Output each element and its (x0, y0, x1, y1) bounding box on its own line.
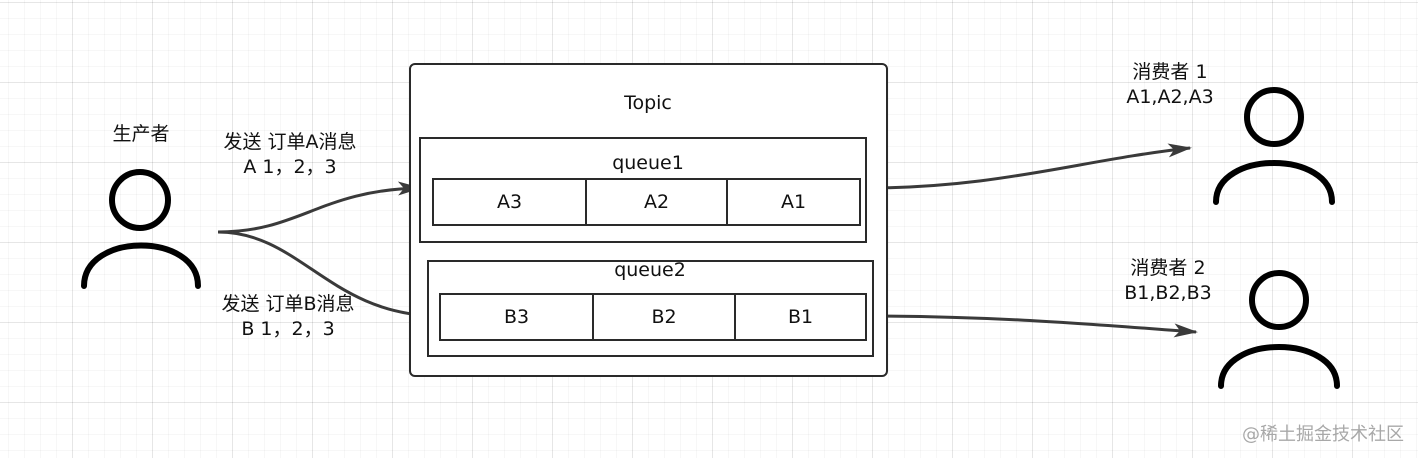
producer-label: 生产者 (112, 123, 170, 145)
consumer2-label: 消费者 2 B1,B2,B3 (1088, 256, 1248, 306)
queue-cell: B1 (734, 295, 865, 339)
send-a-label: 发送 订单A消息 A 1，2，3 (200, 130, 380, 180)
consumer1-label: 消费者 1 A1,A2,A3 (1090, 60, 1250, 110)
send-b-label: 发送 订单B消息 B 1，2，3 (198, 292, 378, 342)
consumer1-messages: A1,A2,A3 (1126, 86, 1214, 108)
arrow-producer-to-queue1 (217, 181, 422, 234)
arrow-queue1-to-consumer1 (865, 143, 1192, 190)
send-a-line2: A 1，2，3 (243, 156, 337, 178)
producer-person-icon (81, 169, 201, 289)
arrow-producer-to-queue2 (217, 230, 440, 323)
queue2-label: queue2 (614, 259, 686, 281)
queue-cell: B2 (592, 295, 734, 339)
consumer2-person-icon (1218, 270, 1340, 389)
consumer1-name: 消费者 1 (1132, 61, 1208, 83)
watermark-text: @稀土掘金技术社区 (1242, 424, 1404, 445)
queue1-label: queue1 (612, 152, 684, 174)
queue1-cells: A3 A2 A1 (432, 178, 861, 226)
consumer2-name: 消费者 2 (1130, 257, 1206, 279)
send-b-line2: B 1，2，3 (241, 318, 335, 340)
queue2-cells: B3 B2 B1 (439, 293, 867, 341)
topic-label: Topic (624, 92, 672, 114)
queue-cell: B3 (503, 306, 530, 328)
send-a-line1: 发送 订单A消息 (223, 131, 357, 153)
queue-cell: A2 (585, 180, 726, 224)
queue-cell: A3 (496, 191, 523, 213)
arrow-queue2-to-consumer2 (865, 314, 1198, 338)
consumer2-messages: B1,B2,B3 (1124, 282, 1212, 304)
send-b-line1: 发送 订单B消息 (221, 293, 355, 315)
queue-cell: A1 (726, 180, 859, 224)
consumer1-person-icon (1213, 87, 1335, 205)
